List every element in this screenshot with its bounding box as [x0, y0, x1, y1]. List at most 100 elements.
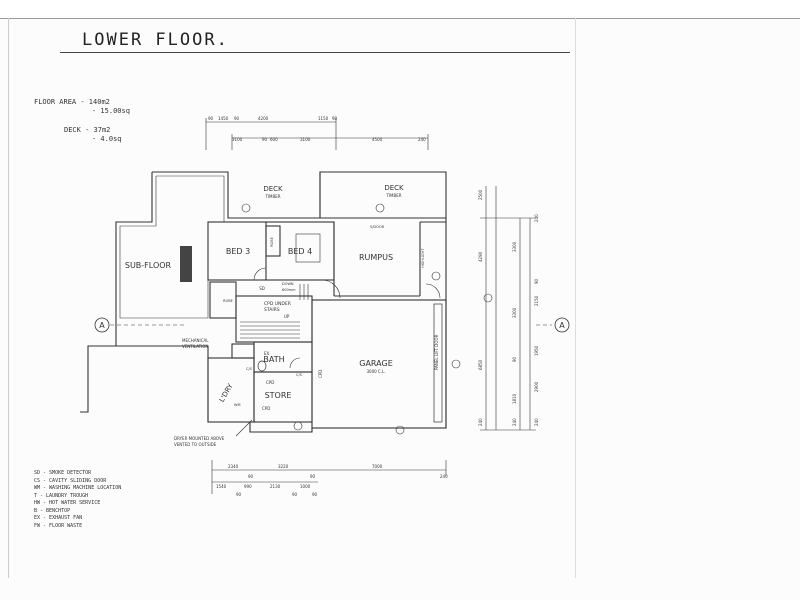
dim-right-row2-10: 240 [512, 418, 517, 426]
deck-area-block: DECK - 37m2 - 4.0sq [64, 126, 122, 144]
floor-area-metric: 140m2 [88, 98, 110, 106]
dim-bottom-row2-3: 2130 [270, 484, 281, 489]
dim-bottom-4: 240 [440, 474, 448, 479]
dim-bottom-row2-6: 90 [292, 492, 298, 497]
dim-right-row2-9: 1810 [512, 393, 517, 404]
sheet-top-edge [0, 0, 800, 19]
section-marker-west: A [94, 317, 110, 333]
note-panel-lift-door: PANEL LIFT DOOR [434, 334, 439, 370]
dim-top-2: 1450 [218, 116, 229, 121]
note-exhaust: EX [264, 351, 270, 356]
legend-item: CS - CAVITY SLIDING DOOR [34, 477, 107, 484]
note-cs-store: C/S [296, 373, 303, 377]
dim-top-5: 1150 [318, 116, 329, 121]
note-sliding-door: S/DOOR [370, 225, 385, 229]
smoke-detector-icons [241, 203, 493, 435]
legend-item: SD - SMOKE DETECTOR [34, 470, 92, 476]
note-sd: SD [259, 286, 265, 291]
dim-right-row2-3: 90 [534, 278, 539, 284]
dim-right-2: 4290 [478, 251, 483, 262]
title-underline [60, 52, 570, 53]
room-bath: BATH [263, 355, 284, 364]
abbreviation-legend: SD - SMOKE DETECTOR CS - CAVITY SLIDING … [34, 470, 121, 530]
outer-wall-west [115, 172, 153, 346]
dim-bottom-row2-7: 90 [312, 492, 318, 497]
dim-right-row2-8: 2900 [534, 381, 539, 392]
note-cpd-garage: CPD [318, 370, 323, 378]
dim-right-4: 240 [478, 418, 483, 426]
deck-area-label: DECK - [64, 126, 90, 134]
outer-wall [80, 171, 447, 433]
dim-bottom-1: 2340 [228, 464, 239, 469]
legend-item: FW - FLOOR WASTE [34, 522, 83, 529]
note-ventilation: VENTILATION [182, 344, 208, 349]
deck-area-metric: 37m2 [93, 126, 111, 134]
dim-top-3: 90 [234, 116, 240, 121]
floor-area-squares: - 15.00sq [92, 107, 130, 115]
dim-right-row2-6: 1950 [534, 345, 539, 356]
dim-bottom-row2-4: 1000 [300, 484, 311, 489]
dim-right-row2-5: 3300 [512, 307, 517, 318]
dim-right-row2-7: 90 [512, 356, 517, 362]
note-down-dim: 600mm [282, 288, 296, 292]
dim-bottom-row2-5: 90 [236, 492, 242, 497]
room-bed3: BED 3 [226, 247, 250, 256]
note-mechanical: MECHANICAL [182, 338, 209, 343]
dim-right-row2-1: 240 [534, 214, 539, 222]
legend-item: WM - WASHING MACHINE LOCATION [34, 485, 122, 491]
dim-top-row2-3: 600 [270, 137, 278, 142]
note-cpd-bath: CPD [266, 380, 274, 385]
dim-bottom-6: 90 [310, 474, 316, 479]
room-deck-right-sub: TIMBER [385, 193, 401, 198]
dim-right-row2-11: 240 [534, 418, 539, 426]
room-laundry: L'DRY [218, 382, 235, 404]
floor-area-block: FLOOR AREA - 140m2 - 15.00sq [34, 98, 130, 116]
dim-right-row2-2: 3300 [512, 241, 517, 252]
section-marker-east: A [554, 317, 570, 333]
dim-top-row2-4: 3100 [300, 137, 311, 142]
note-cpd-store: CPD [262, 406, 270, 411]
dim-right-3: 6850 [478, 359, 483, 370]
note-robe-bed3: ROBE [223, 299, 233, 303]
page-title: LOWER FLOOR. [82, 30, 229, 50]
legend-item: T - LAUNDRY TROUGH [34, 492, 89, 499]
note-stairs: STAIRS [264, 307, 280, 313]
deck-area-squares: - 4.0sq [92, 135, 122, 143]
floor-area-label: FLOOR AREA - [34, 98, 85, 106]
inner-wall [119, 175, 225, 319]
legend-item: EX - EXHAUST FAN [34, 515, 83, 521]
room-garage: GARAGE [359, 359, 393, 368]
section-label-west: A [99, 321, 105, 330]
note-wm: WM [234, 403, 240, 407]
note-dryer-line1: DRYER MOUNTED ABOVE [174, 436, 225, 441]
dim-top-4: 4200 [258, 116, 269, 121]
note-down: DOWN [282, 282, 294, 286]
room-deck-left-sub: TIMBER [264, 194, 280, 199]
dim-top-6: 90 [332, 116, 338, 121]
legend-item: HW - HOT WATER SERVICE [34, 500, 101, 506]
section-label-east: A [559, 321, 565, 330]
room-deck-right: DECK [384, 184, 404, 192]
sheet-left-border [8, 18, 9, 578]
dim-bottom-2: 3220 [278, 464, 289, 469]
note-dryer-line2: VENTED TO OUTSIDE [174, 442, 217, 447]
room-garage-sub: 3000 C.L. [366, 369, 385, 374]
room-store: STORE [265, 391, 292, 400]
room-deck-left: DECK [263, 185, 283, 193]
dim-top-row2-1: 3100 [232, 137, 243, 142]
note-cpd-under: CPD UNDER [264, 301, 291, 307]
dim-top-row2-5: 4500 [372, 137, 383, 142]
room-rumpus: RUMPUS [359, 253, 393, 262]
note-highlight: HIGHLIGHT [421, 248, 425, 268]
dim-top-row2-2: 90 [262, 137, 268, 142]
note-cs-bath: C/S [246, 367, 253, 371]
dim-right-1: 2500 [478, 189, 483, 200]
dim-bottom-3: 7000 [372, 464, 383, 469]
legend-item: B - BENCHTOP [34, 507, 71, 514]
room-bed4: BED 4 [288, 247, 312, 256]
dim-bottom-row2-2: 990 [244, 484, 252, 489]
dim-right-row2-4: 2150 [534, 295, 539, 306]
note-robe-bed4: ROBE [270, 237, 274, 247]
note-up: UP [284, 314, 290, 319]
